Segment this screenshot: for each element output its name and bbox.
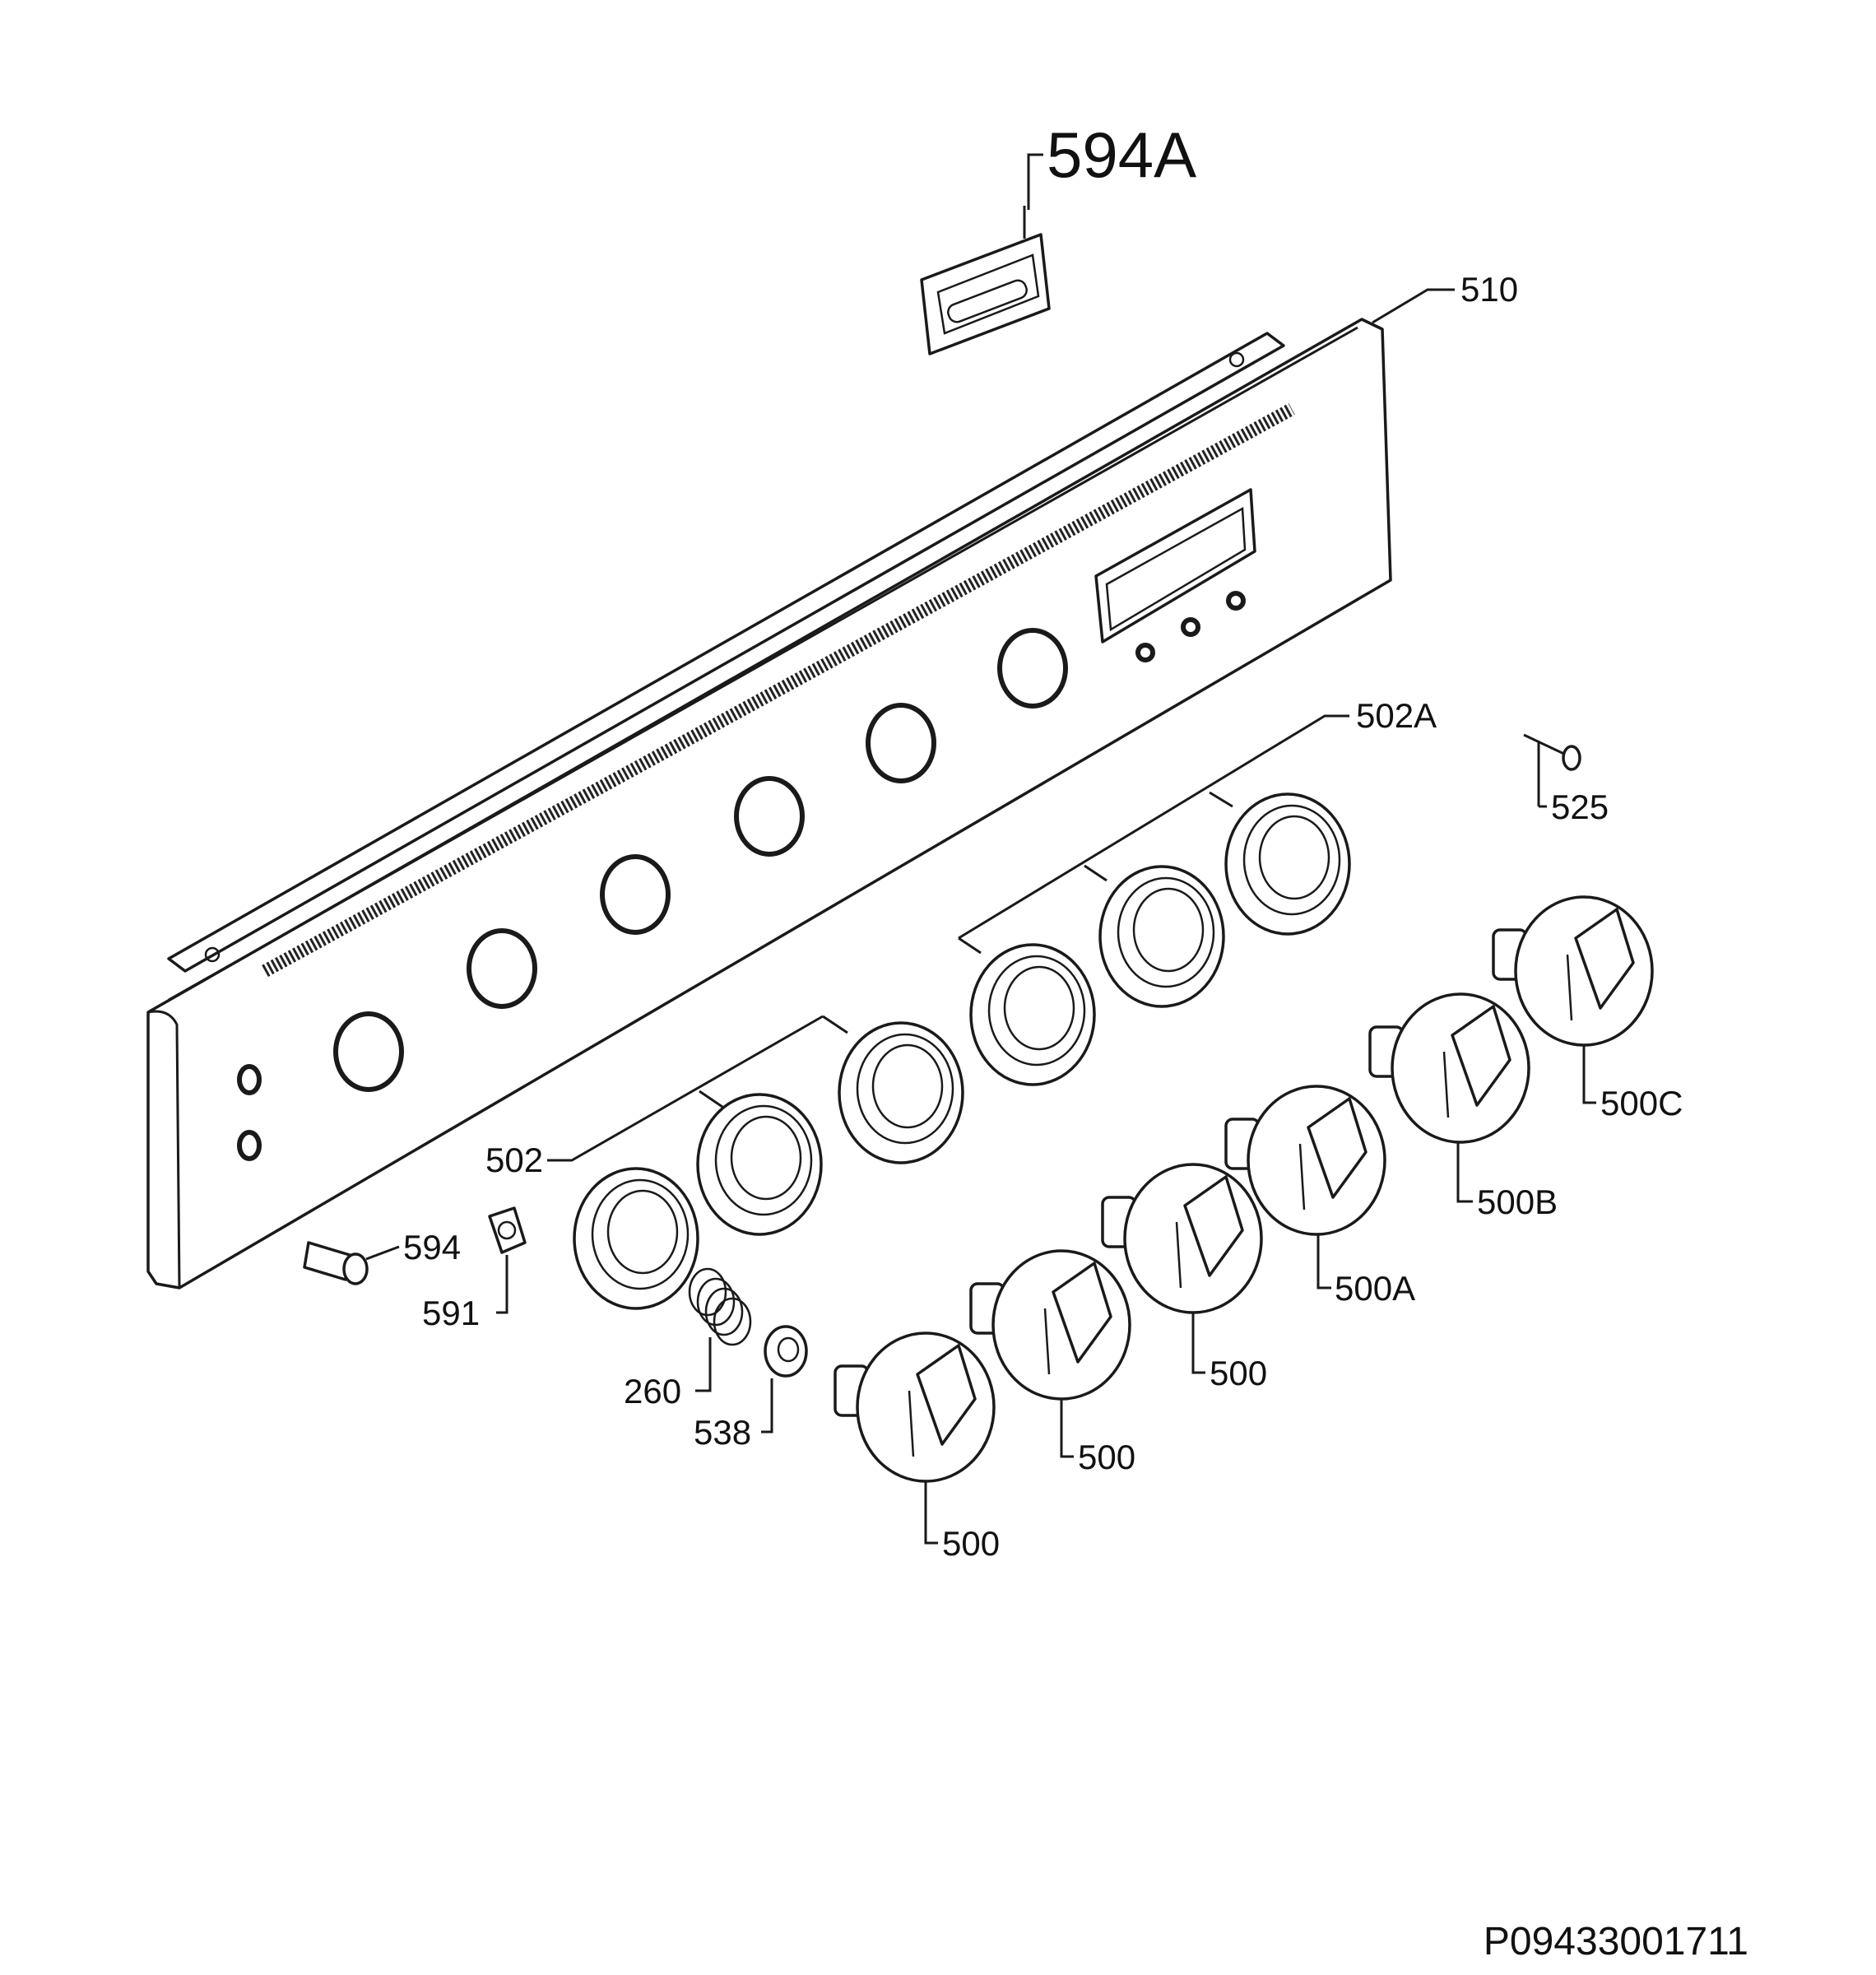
part-502-bezels bbox=[573, 1021, 964, 1310]
label-500-second: 500 bbox=[1078, 1438, 1135, 1476]
part-502A-bezels bbox=[969, 792, 1351, 1086]
part-594A-bracket bbox=[920, 153, 1051, 356]
part-510-control-panel bbox=[146, 288, 1455, 1290]
label-500-first: 500 bbox=[942, 1524, 1000, 1563]
part-260-spring bbox=[688, 1267, 752, 1392]
label-510: 510 bbox=[1460, 270, 1518, 309]
label-500B: 500B bbox=[1477, 1183, 1558, 1221]
label-594: 594 bbox=[403, 1228, 461, 1266]
label-502: 502 bbox=[485, 1141, 543, 1179]
label-591: 591 bbox=[422, 1294, 480, 1332]
part-500-knobs bbox=[834, 895, 1654, 1483]
label-502A: 502A bbox=[1356, 696, 1437, 735]
label-500A: 500A bbox=[1335, 1269, 1415, 1308]
part-525-screw bbox=[1523, 733, 1581, 808]
label-260: 260 bbox=[624, 1372, 681, 1410]
drawing-code: P09433001711 bbox=[1484, 1920, 1748, 1963]
label-500C: 500C bbox=[1600, 1084, 1683, 1122]
label-538: 538 bbox=[694, 1413, 751, 1452]
label-500-third: 500 bbox=[1210, 1354, 1267, 1392]
part-591-clip bbox=[488, 1206, 527, 1314]
label-525: 525 bbox=[1551, 788, 1609, 826]
part-538-nut bbox=[761, 1325, 808, 1434]
part-594-lamp-holder bbox=[303, 1241, 400, 1285]
label-594A: 594A bbox=[1047, 118, 1196, 191]
